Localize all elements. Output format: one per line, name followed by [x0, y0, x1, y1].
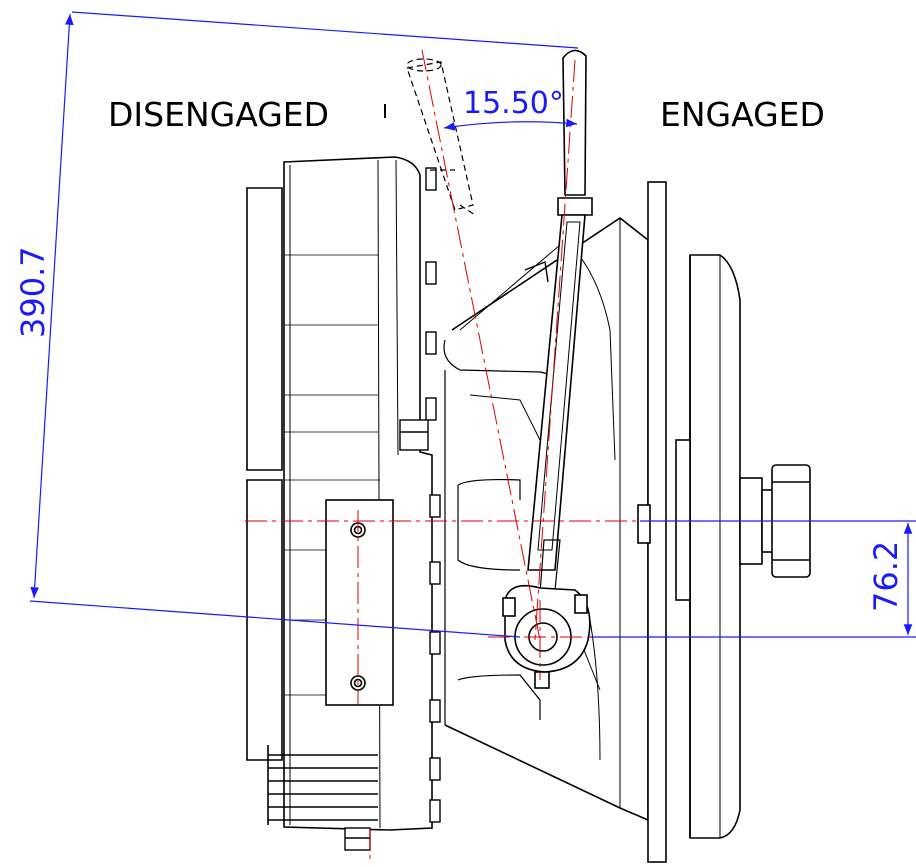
offset-dimension-text: 76.2 — [867, 541, 905, 612]
angle-dimension-text: 15.50° — [463, 86, 564, 121]
engaged-label: ENGAGED — [660, 95, 825, 134]
shift-lever — [527, 49, 593, 621]
mounting-plate — [325, 499, 394, 706]
overall-dimension-text: 390.7 — [14, 246, 52, 338]
lever-pivot — [502, 584, 591, 689]
bolt-heads — [344, 167, 441, 851]
centerlines — [245, 49, 845, 860]
housing-body — [246, 156, 433, 831]
dimension-lines — [29, 11, 916, 638]
flange-plate — [637, 181, 667, 863]
lever-disengaged-ghost — [406, 58, 476, 216]
disengaged-label: DISENGAGED — [108, 95, 329, 134]
flywheel — [675, 254, 741, 839]
